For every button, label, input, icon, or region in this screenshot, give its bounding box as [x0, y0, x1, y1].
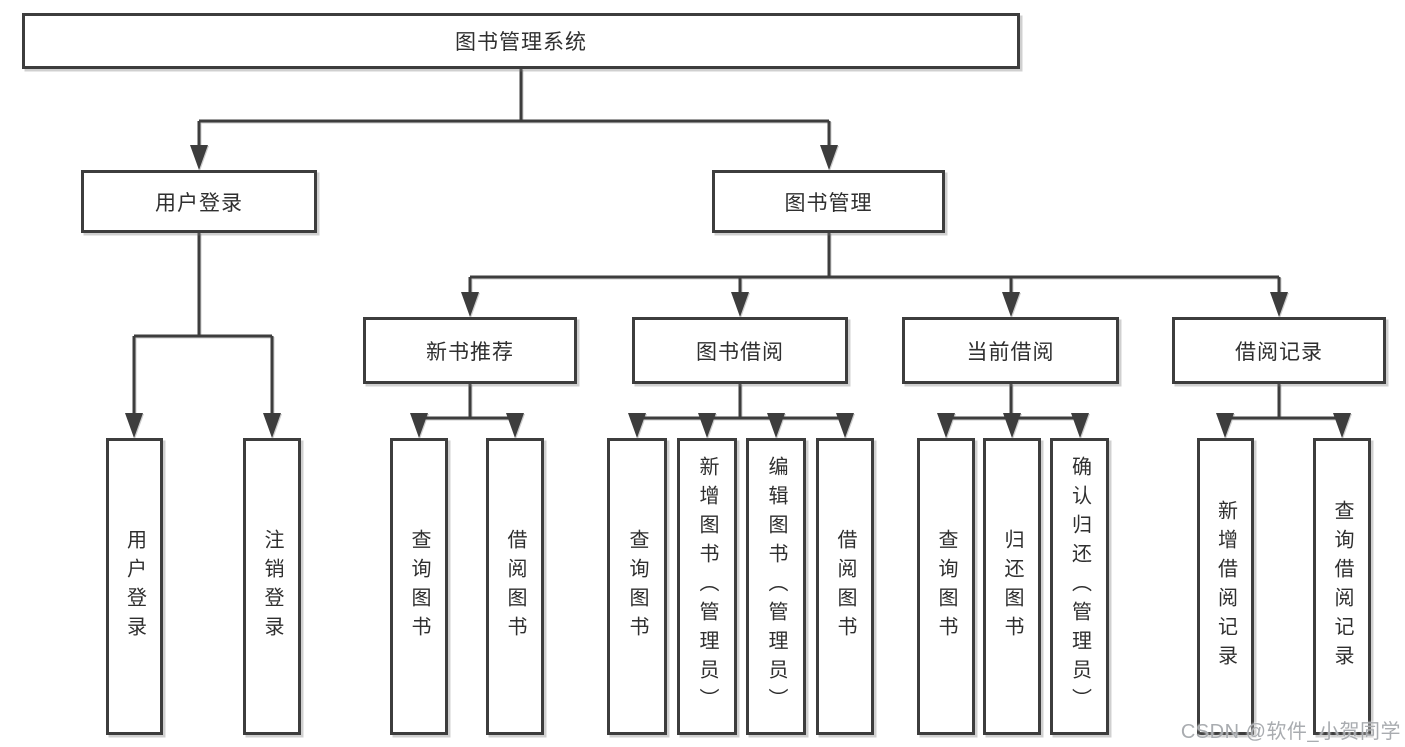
leaf-label: 确认归还（管理员） [1068, 456, 1091, 717]
leaf-user-login: 用户登录 [106, 438, 163, 735]
leaf-add-borrow-record: 新增借阅记录 [1197, 438, 1254, 735]
leaf-label: 查询借阅记录 [1331, 499, 1353, 674]
node-book-management: 图书管理 [712, 170, 945, 233]
node-new-book-recommend: 新书推荐 [363, 317, 577, 384]
watermark: CSDN @软件_小贺同学 [1180, 721, 1401, 743]
leaf-query-books-1: 查询图书 [390, 438, 448, 735]
leaf-query-books-3: 查询图书 [917, 438, 975, 735]
node-root-label: 图书管理系统 [455, 31, 587, 54]
leaf-label: 编辑图书（管理员） [765, 456, 787, 717]
node-user-login-label: 用户登录 [155, 191, 243, 215]
leaf-add-books-admin: 新增图书（管理员） [677, 438, 737, 735]
group-label: 借阅记录 [1235, 340, 1323, 364]
leaf-label: 查询图书 [408, 528, 430, 645]
node-book-borrow: 图书借阅 [632, 317, 848, 384]
node-book-management-label: 图书管理 [784, 191, 873, 215]
node-current-borrow: 当前借阅 [902, 317, 1119, 384]
group-label: 图书借阅 [696, 340, 784, 364]
leaf-return-books: 归还图书 [983, 438, 1041, 735]
leaf-borrow-books-1: 借阅图书 [486, 438, 544, 735]
node-root: 图书管理系统 [22, 13, 1020, 69]
node-user-login: 用户登录 [81, 170, 317, 233]
group-label: 当前借阅 [966, 340, 1055, 364]
leaf-label: 归还图书 [1001, 528, 1023, 645]
leaf-query-books-2: 查询图书 [607, 438, 667, 735]
leaf-logout: 注销登录 [243, 438, 301, 735]
group-label: 新书推荐 [426, 340, 514, 364]
leaf-label: 注销登录 [261, 528, 283, 645]
leaf-label: 借阅图书 [504, 528, 526, 645]
leaf-borrow-books-2: 借阅图书 [816, 438, 874, 735]
leaf-edit-books-admin: 编辑图书（管理员） [746, 438, 806, 735]
node-borrow-records: 借阅记录 [1172, 317, 1386, 384]
leaf-label: 查询图书 [626, 528, 648, 645]
leaf-label: 新增图书（管理员） [696, 456, 718, 717]
leaf-label: 借阅图书 [834, 528, 856, 645]
leaf-label: 新增借阅记录 [1214, 499, 1237, 674]
leaf-label: 用户登录 [123, 528, 146, 645]
leaf-query-borrow-record: 查询借阅记录 [1313, 438, 1371, 735]
leaf-confirm-return-admin: 确认归还（管理员） [1050, 438, 1109, 735]
leaf-label: 查询图书 [935, 528, 957, 645]
